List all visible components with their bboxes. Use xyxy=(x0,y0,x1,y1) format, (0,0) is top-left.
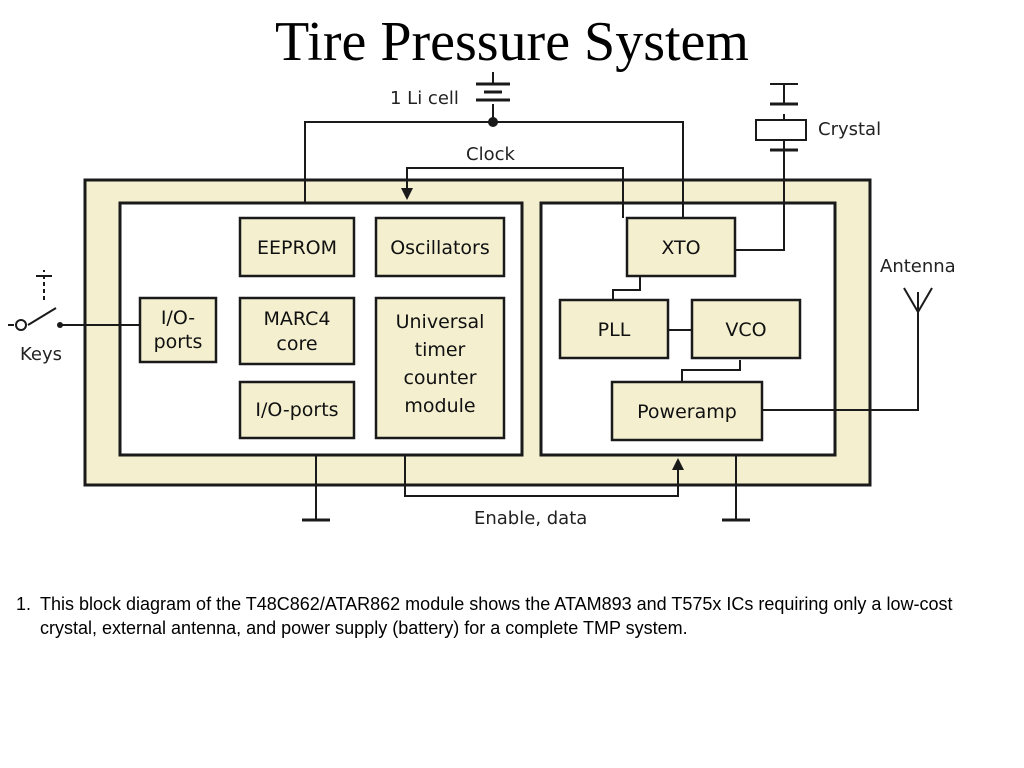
block-pll: PLL xyxy=(558,298,670,360)
block-eeprom: EEPROM xyxy=(238,216,356,278)
crystal-icon xyxy=(755,83,807,152)
clock-wire xyxy=(406,167,624,218)
battery-junction-dot xyxy=(488,117,498,127)
vco-poweramp-wire xyxy=(681,360,741,382)
block-poweramp-label: Poweramp xyxy=(637,401,737,423)
block-diagram: EEPROM Oscillators I/O- ports MARC4 core… xyxy=(8,72,956,529)
block-vco: VCO xyxy=(690,298,802,360)
block-marc4-line1: MARC4 xyxy=(263,308,330,330)
block-utc-line1: Universal xyxy=(396,311,485,333)
antenna-wire xyxy=(762,292,919,411)
enable-data-arrow xyxy=(672,458,684,470)
crystal-label: Crystal xyxy=(818,119,881,140)
xto-pll-wire xyxy=(612,277,641,300)
block-utc-line2: timer xyxy=(415,339,466,361)
block-io-ports-left: I/O- ports xyxy=(138,296,218,364)
block-marc4-line2: core xyxy=(276,333,317,355)
battery-label: 1 Li cell xyxy=(390,88,459,109)
block-marc4-core: MARC4 core xyxy=(238,296,356,366)
block-eeprom-label: EEPROM xyxy=(257,237,337,259)
block-io-ports-bottom-label: I/O-ports xyxy=(255,399,338,421)
clock-arrow xyxy=(401,188,413,200)
enable-data-label: Enable, data xyxy=(474,508,587,529)
block-utc-line4: module xyxy=(404,395,475,417)
block-io-ports-left-line2: ports xyxy=(154,331,203,353)
caption-text: This block diagram of the T48C862/ATAR86… xyxy=(40,594,953,638)
block-utc-line3: counter xyxy=(403,367,476,389)
block-vco-label: VCO xyxy=(725,319,766,341)
keys-switch-arm xyxy=(27,307,57,326)
block-pll-label: PLL xyxy=(598,319,631,341)
block-io-ports-left-line1: I/O- xyxy=(161,307,195,329)
block-oscillators: Oscillators xyxy=(374,216,506,278)
block-oscillators-label: Oscillators xyxy=(390,237,490,259)
clock-label: Clock xyxy=(466,144,515,165)
block-io-ports-bottom: I/O-ports xyxy=(238,380,356,440)
slide-title: Tire Pressure System xyxy=(275,11,749,73)
enable-data-wire xyxy=(404,455,679,497)
antenna-label: Antenna xyxy=(880,256,956,277)
crystal-wire xyxy=(735,150,785,251)
antenna-symbol xyxy=(903,287,933,314)
keys-switch-contact-right xyxy=(57,322,63,328)
caption-number: 1. xyxy=(16,594,32,614)
block-universal-timer: Universal timer counter module xyxy=(374,296,506,440)
block-poweramp: Poweramp xyxy=(610,380,764,442)
block-xto: XTO xyxy=(625,216,737,278)
keys-label: Keys xyxy=(20,344,62,365)
keys-switch-contact-left xyxy=(15,319,27,331)
block-xto-label: XTO xyxy=(661,237,700,259)
battery-icon xyxy=(476,72,510,102)
